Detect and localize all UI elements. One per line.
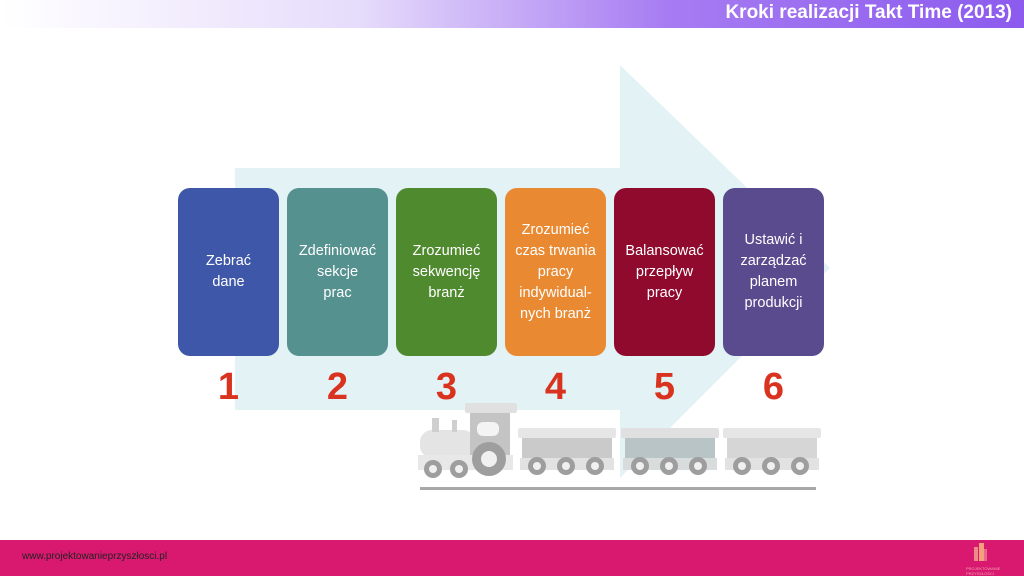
header-bar: Kroki realizacji Takt Time (2013) [0,0,1024,28]
step-number: 5 [653,366,676,408]
step-box-5: Balansować przepływ pracy [614,188,715,356]
step-label: Balansować przepływ pracy [625,242,704,301]
step-number: 3 [435,366,458,408]
step-box-6: Ustawić i zarządzać planem produkcji [723,188,824,356]
footer-bar: www.projektowanieprzyszłosci.pl PROJEKTO… [0,540,1024,576]
step-box-3: Zrozumieć sekwencję branż [396,188,497,356]
step-label: Zrozumieć czas trwania pracy indywidual-… [515,221,596,322]
page-title: Kroki realizacji Takt Time (2013) [725,2,1012,23]
step-number: 1 [217,366,240,408]
step-box-2: Zdefiniować sekcje prac [287,188,388,356]
step-number: 2 [326,366,349,408]
website-link[interactable]: www.projektowanieprzyszłosci.pl [22,551,168,562]
step-label: Zebrać dane [205,253,252,290]
step-number: 6 [762,366,785,408]
step-label: Zrozumieć sekwencję branż [412,242,481,301]
step-box-4: Zrozumieć czas trwania pracy indywidual-… [505,188,606,356]
step-label: Ustawić i zarządzać planem produkcji [740,232,807,311]
step-label: Zdefiniować sekcje prac [298,242,377,301]
step-number: 4 [544,366,567,408]
step-box-1: Zebrać dane [178,188,279,356]
